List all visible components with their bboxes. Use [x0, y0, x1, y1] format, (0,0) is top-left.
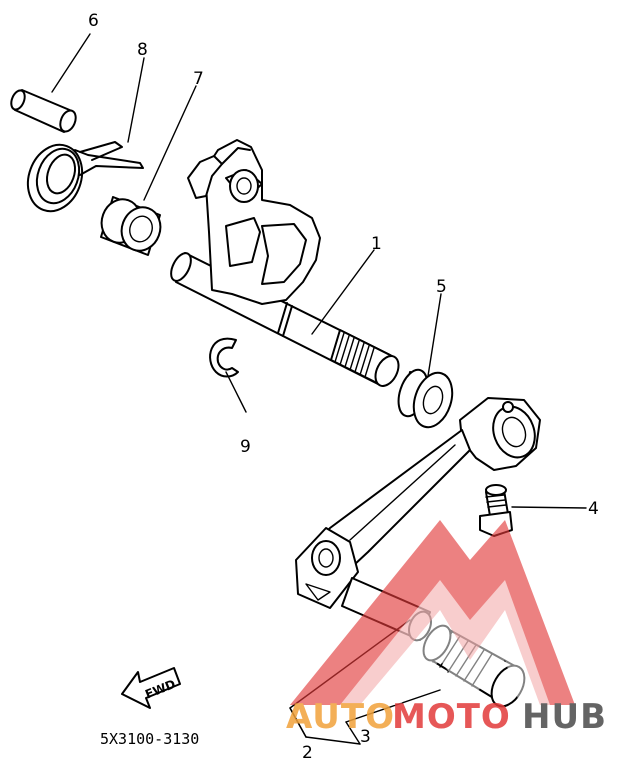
callout-1: 1 [371, 234, 382, 254]
part-torsion-spring [26, 141, 144, 213]
callout-6: 6 [88, 11, 99, 31]
part-collar [100, 196, 162, 256]
part-circlip [209, 337, 239, 378]
part-pin [10, 89, 77, 133]
part-bolt [479, 484, 513, 537]
watermark-text-auto: AUTO [286, 697, 395, 737]
callout-4: 4 [588, 499, 599, 519]
callout-3: 3 [360, 727, 371, 747]
callout-8: 8 [137, 40, 148, 60]
part-shift-pedal [295, 397, 541, 642]
callout-7: 7 [193, 69, 204, 89]
callout-2: 2 [302, 743, 313, 763]
part-oil-seal [397, 368, 454, 429]
diagram-code: 5X3100-3130 [100, 730, 199, 748]
watermark-text-moto: MOTO [392, 697, 511, 737]
watermark-logo: AUTO MOTO HUB [286, 520, 607, 737]
callout-9: 9 [240, 437, 251, 457]
watermark-text-hub: HUB [522, 697, 607, 737]
part-shift-shaft [170, 139, 400, 387]
callout-5: 5 [436, 277, 447, 297]
fwd-arrow-icon: FWD [121, 667, 181, 709]
